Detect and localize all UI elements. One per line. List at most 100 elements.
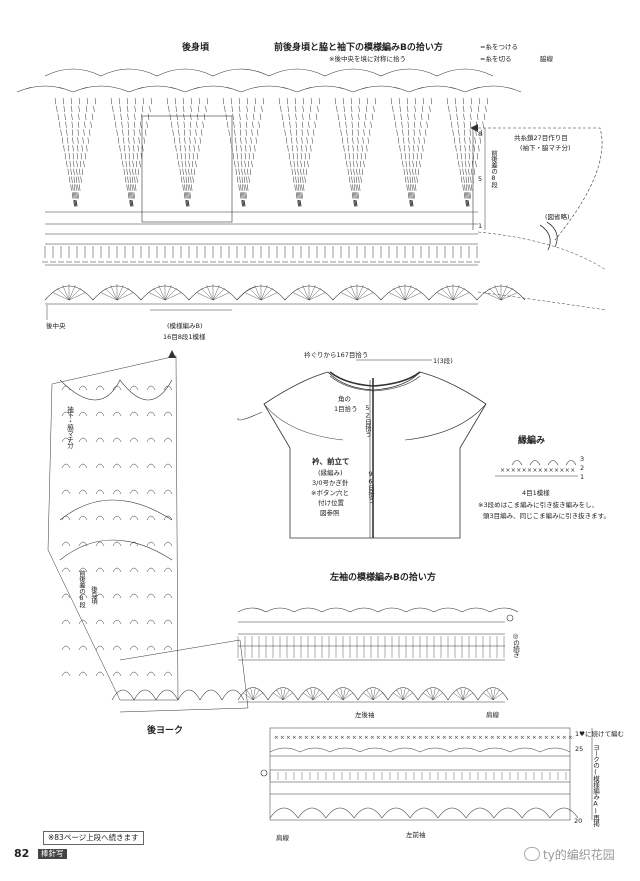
stitch-mark bbox=[459, 145, 462, 152]
stitch-mark bbox=[66, 160, 68, 168]
stitch-mark bbox=[469, 145, 471, 152]
yoke-stitch bbox=[129, 515, 139, 521]
stitch-mark bbox=[61, 137, 64, 144]
stitch-mark bbox=[407, 105, 409, 113]
stitch-mark bbox=[419, 129, 421, 136]
stitch-mark bbox=[245, 121, 248, 128]
stitch-mark bbox=[413, 145, 415, 152]
scallop-row-2 bbox=[16, 85, 522, 93]
stitch-mark bbox=[461, 176, 463, 183]
stitch-mark bbox=[294, 168, 296, 176]
stitch-mark bbox=[346, 160, 348, 168]
yoke-bottom-arc bbox=[199, 689, 223, 701]
stitch-mark bbox=[241, 176, 243, 183]
yoke-stitch bbox=[95, 541, 105, 547]
stitch-mark bbox=[127, 113, 129, 121]
stitch-mark bbox=[297, 184, 300, 191]
yoke-stitch bbox=[95, 411, 105, 417]
yoke-stitch bbox=[112, 515, 122, 521]
stitch-mark bbox=[305, 168, 308, 176]
stitch-x: × bbox=[565, 467, 570, 474]
stitch-mark bbox=[353, 192, 355, 199]
stitch-mark bbox=[248, 152, 251, 160]
yoke-stitch bbox=[146, 619, 156, 625]
stitch-mark bbox=[283, 121, 285, 128]
stitch-mark bbox=[137, 168, 140, 176]
yoke-stitch bbox=[163, 593, 173, 599]
stitch-x: × bbox=[568, 735, 573, 741]
stitch-x: × bbox=[454, 735, 459, 741]
yoke-stitch bbox=[61, 489, 71, 495]
stitch-mark bbox=[359, 184, 361, 191]
stitch-mark bbox=[237, 176, 239, 183]
stitch-mark bbox=[410, 200, 412, 207]
stitch-mark bbox=[206, 97, 209, 105]
stitch-mark bbox=[192, 152, 195, 160]
yoke-stitch bbox=[95, 385, 105, 391]
stitch-mark bbox=[131, 184, 133, 191]
stitch-mark bbox=[133, 145, 135, 152]
stitch-mark bbox=[462, 688, 466, 701]
stitch-mark bbox=[190, 113, 192, 121]
stitch-mark bbox=[352, 152, 355, 160]
stitch-mark bbox=[134, 105, 136, 113]
corner-label-2: 1目拾う bbox=[334, 405, 358, 413]
stitch-mark bbox=[164, 292, 182, 301]
stitch-mark bbox=[409, 192, 411, 199]
stitch-mark bbox=[361, 145, 363, 152]
yoke-stitch bbox=[95, 489, 105, 495]
stitch-mark bbox=[352, 184, 354, 191]
stitch-mark bbox=[463, 105, 465, 113]
stitch-x: × bbox=[538, 735, 543, 741]
stitch-mark bbox=[287, 145, 289, 152]
stitch-mark bbox=[125, 176, 127, 183]
yoke-stitch bbox=[78, 515, 88, 521]
stitch-mark bbox=[423, 137, 425, 144]
sleeve-scallop bbox=[237, 607, 519, 613]
stitch-mark bbox=[62, 97, 65, 105]
yoke-stitch bbox=[95, 463, 105, 469]
stitch-mark bbox=[475, 160, 477, 168]
stitch-mark bbox=[80, 176, 82, 183]
lower-sleeve-box bbox=[269, 727, 571, 821]
stitch-x: × bbox=[406, 735, 411, 741]
stitch-mark bbox=[492, 688, 496, 701]
stitch-mark bbox=[430, 97, 433, 105]
stitch-x: × bbox=[570, 467, 575, 474]
stitch-mark bbox=[302, 97, 305, 105]
stitch-mark bbox=[201, 129, 203, 136]
stitch-mark bbox=[57, 113, 59, 121]
stitch-mark bbox=[310, 97, 313, 105]
stitch-mark bbox=[312, 688, 316, 701]
stitch-mark bbox=[354, 192, 356, 199]
stitch-mark bbox=[244, 168, 246, 176]
stitch-mark bbox=[84, 152, 87, 160]
yoke-stitch bbox=[78, 385, 88, 391]
stitch-mark bbox=[471, 168, 473, 176]
stitch-mark bbox=[426, 689, 434, 701]
yoke-stitch bbox=[61, 541, 71, 547]
stitch-mark bbox=[183, 113, 185, 121]
yoke-stitch bbox=[61, 463, 71, 469]
heart-marker bbox=[168, 350, 176, 358]
stitch-mark bbox=[341, 137, 344, 144]
stitch-mark bbox=[312, 689, 320, 701]
stitch-mark bbox=[179, 168, 181, 176]
stitch-x: × bbox=[382, 735, 387, 741]
stitch-x: × bbox=[556, 735, 561, 741]
stitch-mark bbox=[400, 152, 403, 160]
stitch-mark bbox=[182, 184, 184, 191]
stitch-mark bbox=[140, 121, 142, 128]
stitch-mark bbox=[359, 168, 361, 176]
stitch-mark bbox=[70, 168, 72, 176]
stitch-mark bbox=[299, 200, 301, 207]
stitch-x: × bbox=[292, 735, 297, 741]
collar-pickup-label: 衿ぐりから167目拾う bbox=[304, 351, 369, 359]
stitch-mark bbox=[296, 152, 299, 160]
stitch-mark bbox=[73, 160, 75, 168]
stitch-mark bbox=[241, 184, 244, 191]
repeat-box bbox=[141, 115, 233, 223]
yoke-stitch bbox=[146, 463, 156, 469]
stitch-mark bbox=[195, 160, 197, 168]
stitch-mark bbox=[67, 168, 69, 176]
